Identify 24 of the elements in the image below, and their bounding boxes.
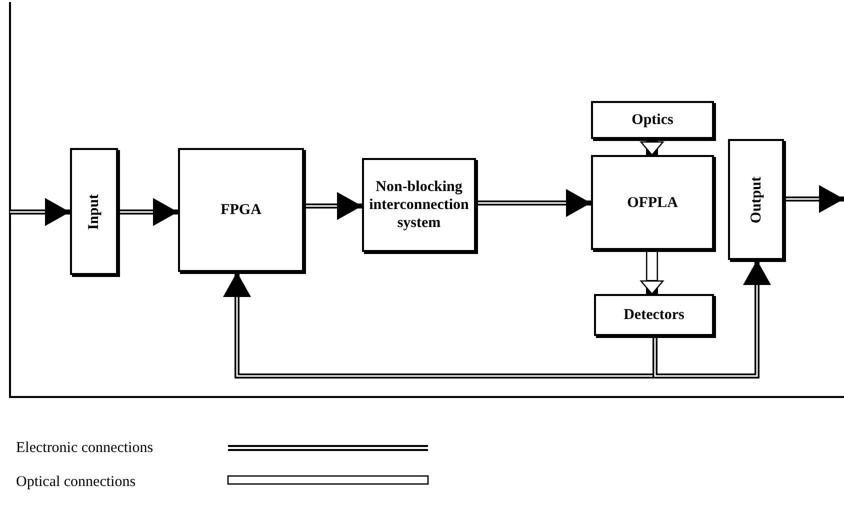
optical-arrow [640,250,664,295]
process-box [594,294,714,336]
electronic-arrow [476,189,591,217]
box-label: Output [747,176,765,223]
optical-arrow [640,139,664,156]
box-label: Optics [632,111,674,129]
electronic-arrow [10,198,70,226]
box-label: Input [85,194,103,230]
box-label: FPGA [220,201,262,219]
box-label: Non-blocking interconnection system [368,178,470,232]
electronic-arrow [652,260,771,378]
box-label: Detectors [624,306,684,324]
box-label: OFPLA [627,194,678,212]
electronic-arrow [784,185,844,213]
process-box [178,148,304,272]
electronic-arrow [118,198,178,226]
legend-label: Optical connections [16,474,136,491]
process-box [591,101,714,139]
process-box [728,139,784,260]
electronic-arrow [304,192,362,220]
process-box [591,155,714,250]
process-box [362,158,476,252]
legend-label: Electronic connections [16,440,154,457]
process-box [70,148,118,275]
